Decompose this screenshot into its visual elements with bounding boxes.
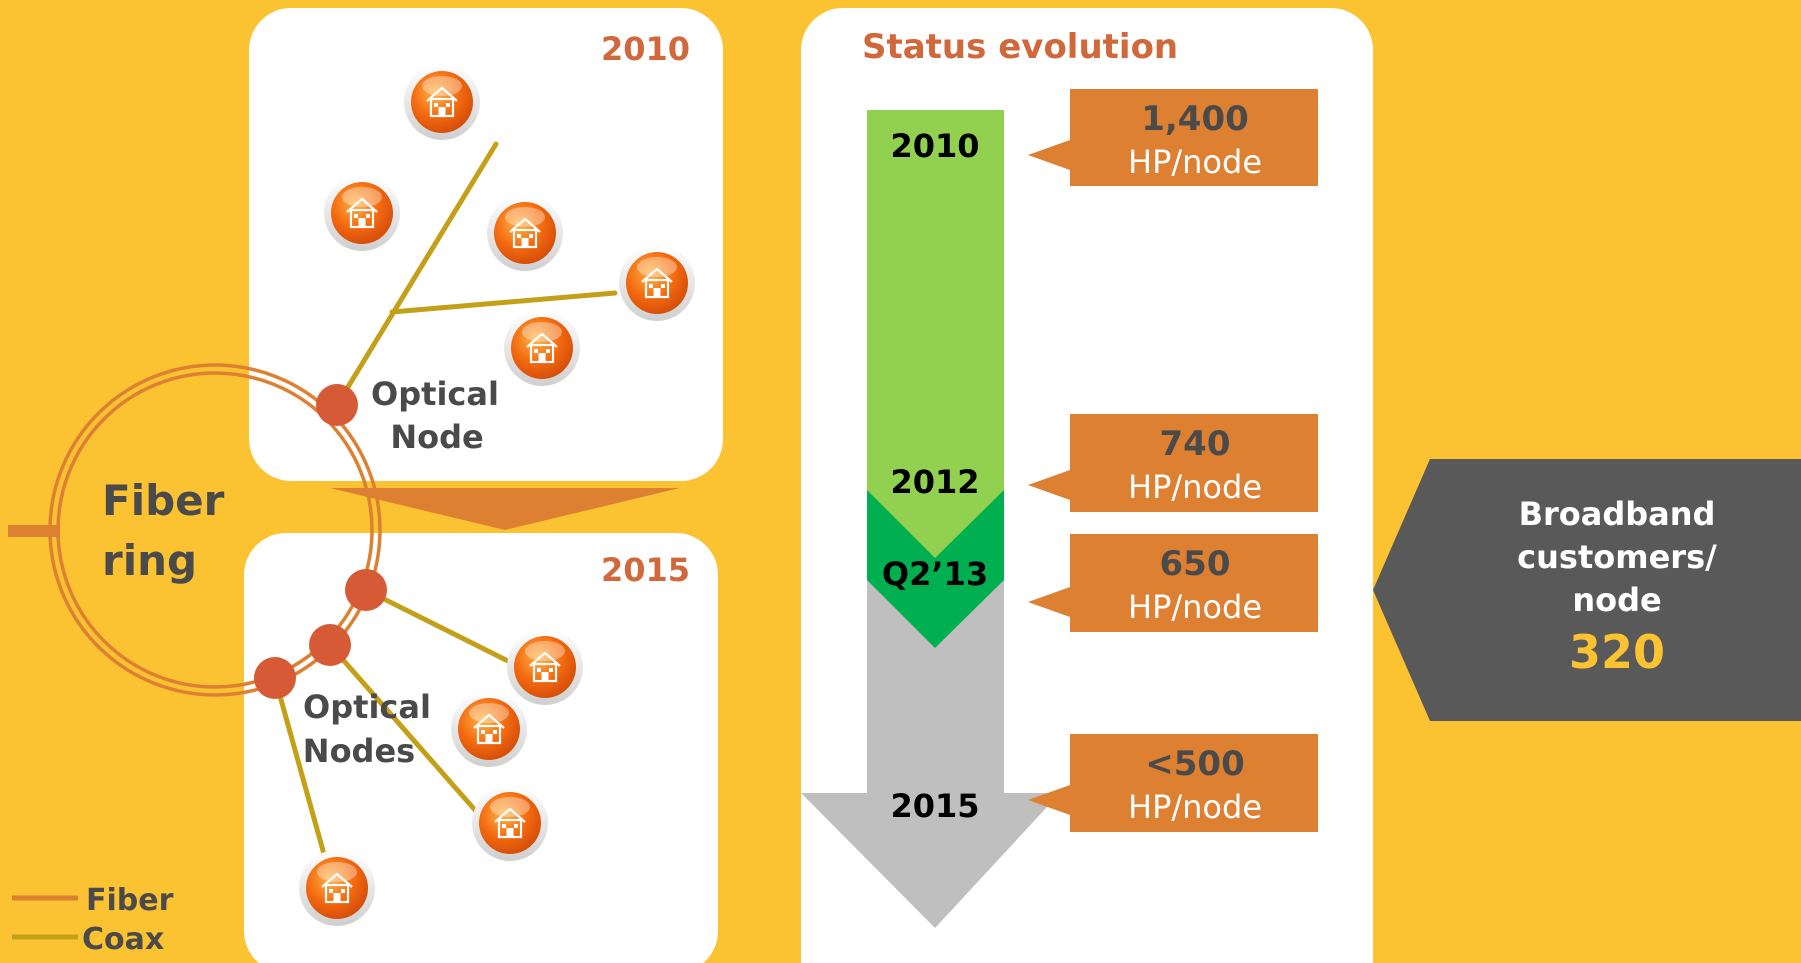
house-icon (485, 193, 565, 273)
optical-node-label-line2: Node (390, 418, 483, 456)
broadband-panel (1373, 459, 1801, 721)
broadband-value: 320 (1569, 625, 1665, 679)
callout-unit: HP/node (1128, 588, 1262, 626)
coax-lines-bottom (272, 587, 513, 886)
optical-node-dots (254, 384, 387, 699)
house-icon (502, 308, 582, 388)
timeline-year-q2-13: Q2’13 (882, 555, 988, 593)
callout-value: <500 (1145, 744, 1244, 784)
callout-1: 1,400 HP/node (1028, 89, 1318, 186)
broadband-label-line1: Broadband (1519, 495, 1716, 533)
transition-arrow (330, 488, 680, 530)
callout-3: 650 HP/node (1028, 534, 1318, 632)
callout-unit: HP/node (1128, 143, 1262, 181)
callout-unit: HP/node (1128, 468, 1262, 506)
optical-node-dot (345, 569, 387, 611)
house-icon (505, 627, 585, 707)
timeline-year-2012: 2012 (890, 463, 979, 501)
callout-value: 1,400 (1141, 99, 1249, 139)
callout-4: <500 HP/node (1028, 734, 1318, 832)
optical-node-label-line1: Optical (371, 375, 499, 413)
fiber-ring-label-line2: ring (102, 536, 197, 585)
callout-2: 740 HP/node (1028, 414, 1318, 512)
fiber-ring-label-line1: Fiber (102, 476, 225, 525)
timeline-gray-section (801, 490, 1060, 928)
house-icon (470, 783, 550, 863)
timeline-year-2010: 2010 (890, 127, 979, 165)
optical-nodes-label-line1: Optical (303, 688, 431, 726)
legend-coax-label: Coax (82, 922, 164, 957)
house-icon (322, 173, 402, 253)
panel-year-bottom: 2015 (601, 551, 690, 589)
panel-year-top: 2010 (601, 30, 690, 68)
callout-value: 650 (1160, 544, 1231, 584)
house-icon (402, 62, 482, 142)
timeline-light-green-section (867, 110, 1004, 558)
fiber-stub (8, 525, 60, 537)
optical-node-dot (254, 657, 296, 699)
timeline-dark-green-section (867, 490, 1004, 648)
callout-value: 740 (1160, 424, 1231, 464)
timeline-arrow (801, 110, 1060, 928)
timeline-year-2015: 2015 (890, 787, 979, 825)
optical-node-dot (309, 624, 351, 666)
broadband-label-line2: customers/ (1517, 538, 1717, 576)
optical-node-dot (316, 384, 358, 426)
optical-nodes-label-line2: Nodes (303, 732, 415, 770)
coax-lines-top (334, 141, 618, 408)
legend-fiber-label: Fiber (86, 883, 174, 918)
house-icon (297, 848, 377, 928)
broadband-label-line3: node (1572, 581, 1661, 619)
status-title: Status evolution (862, 27, 1178, 67)
panel-2010 (249, 8, 723, 481)
house-icon (617, 243, 697, 323)
house-icon (449, 689, 529, 769)
callout-unit: HP/node (1128, 788, 1262, 826)
